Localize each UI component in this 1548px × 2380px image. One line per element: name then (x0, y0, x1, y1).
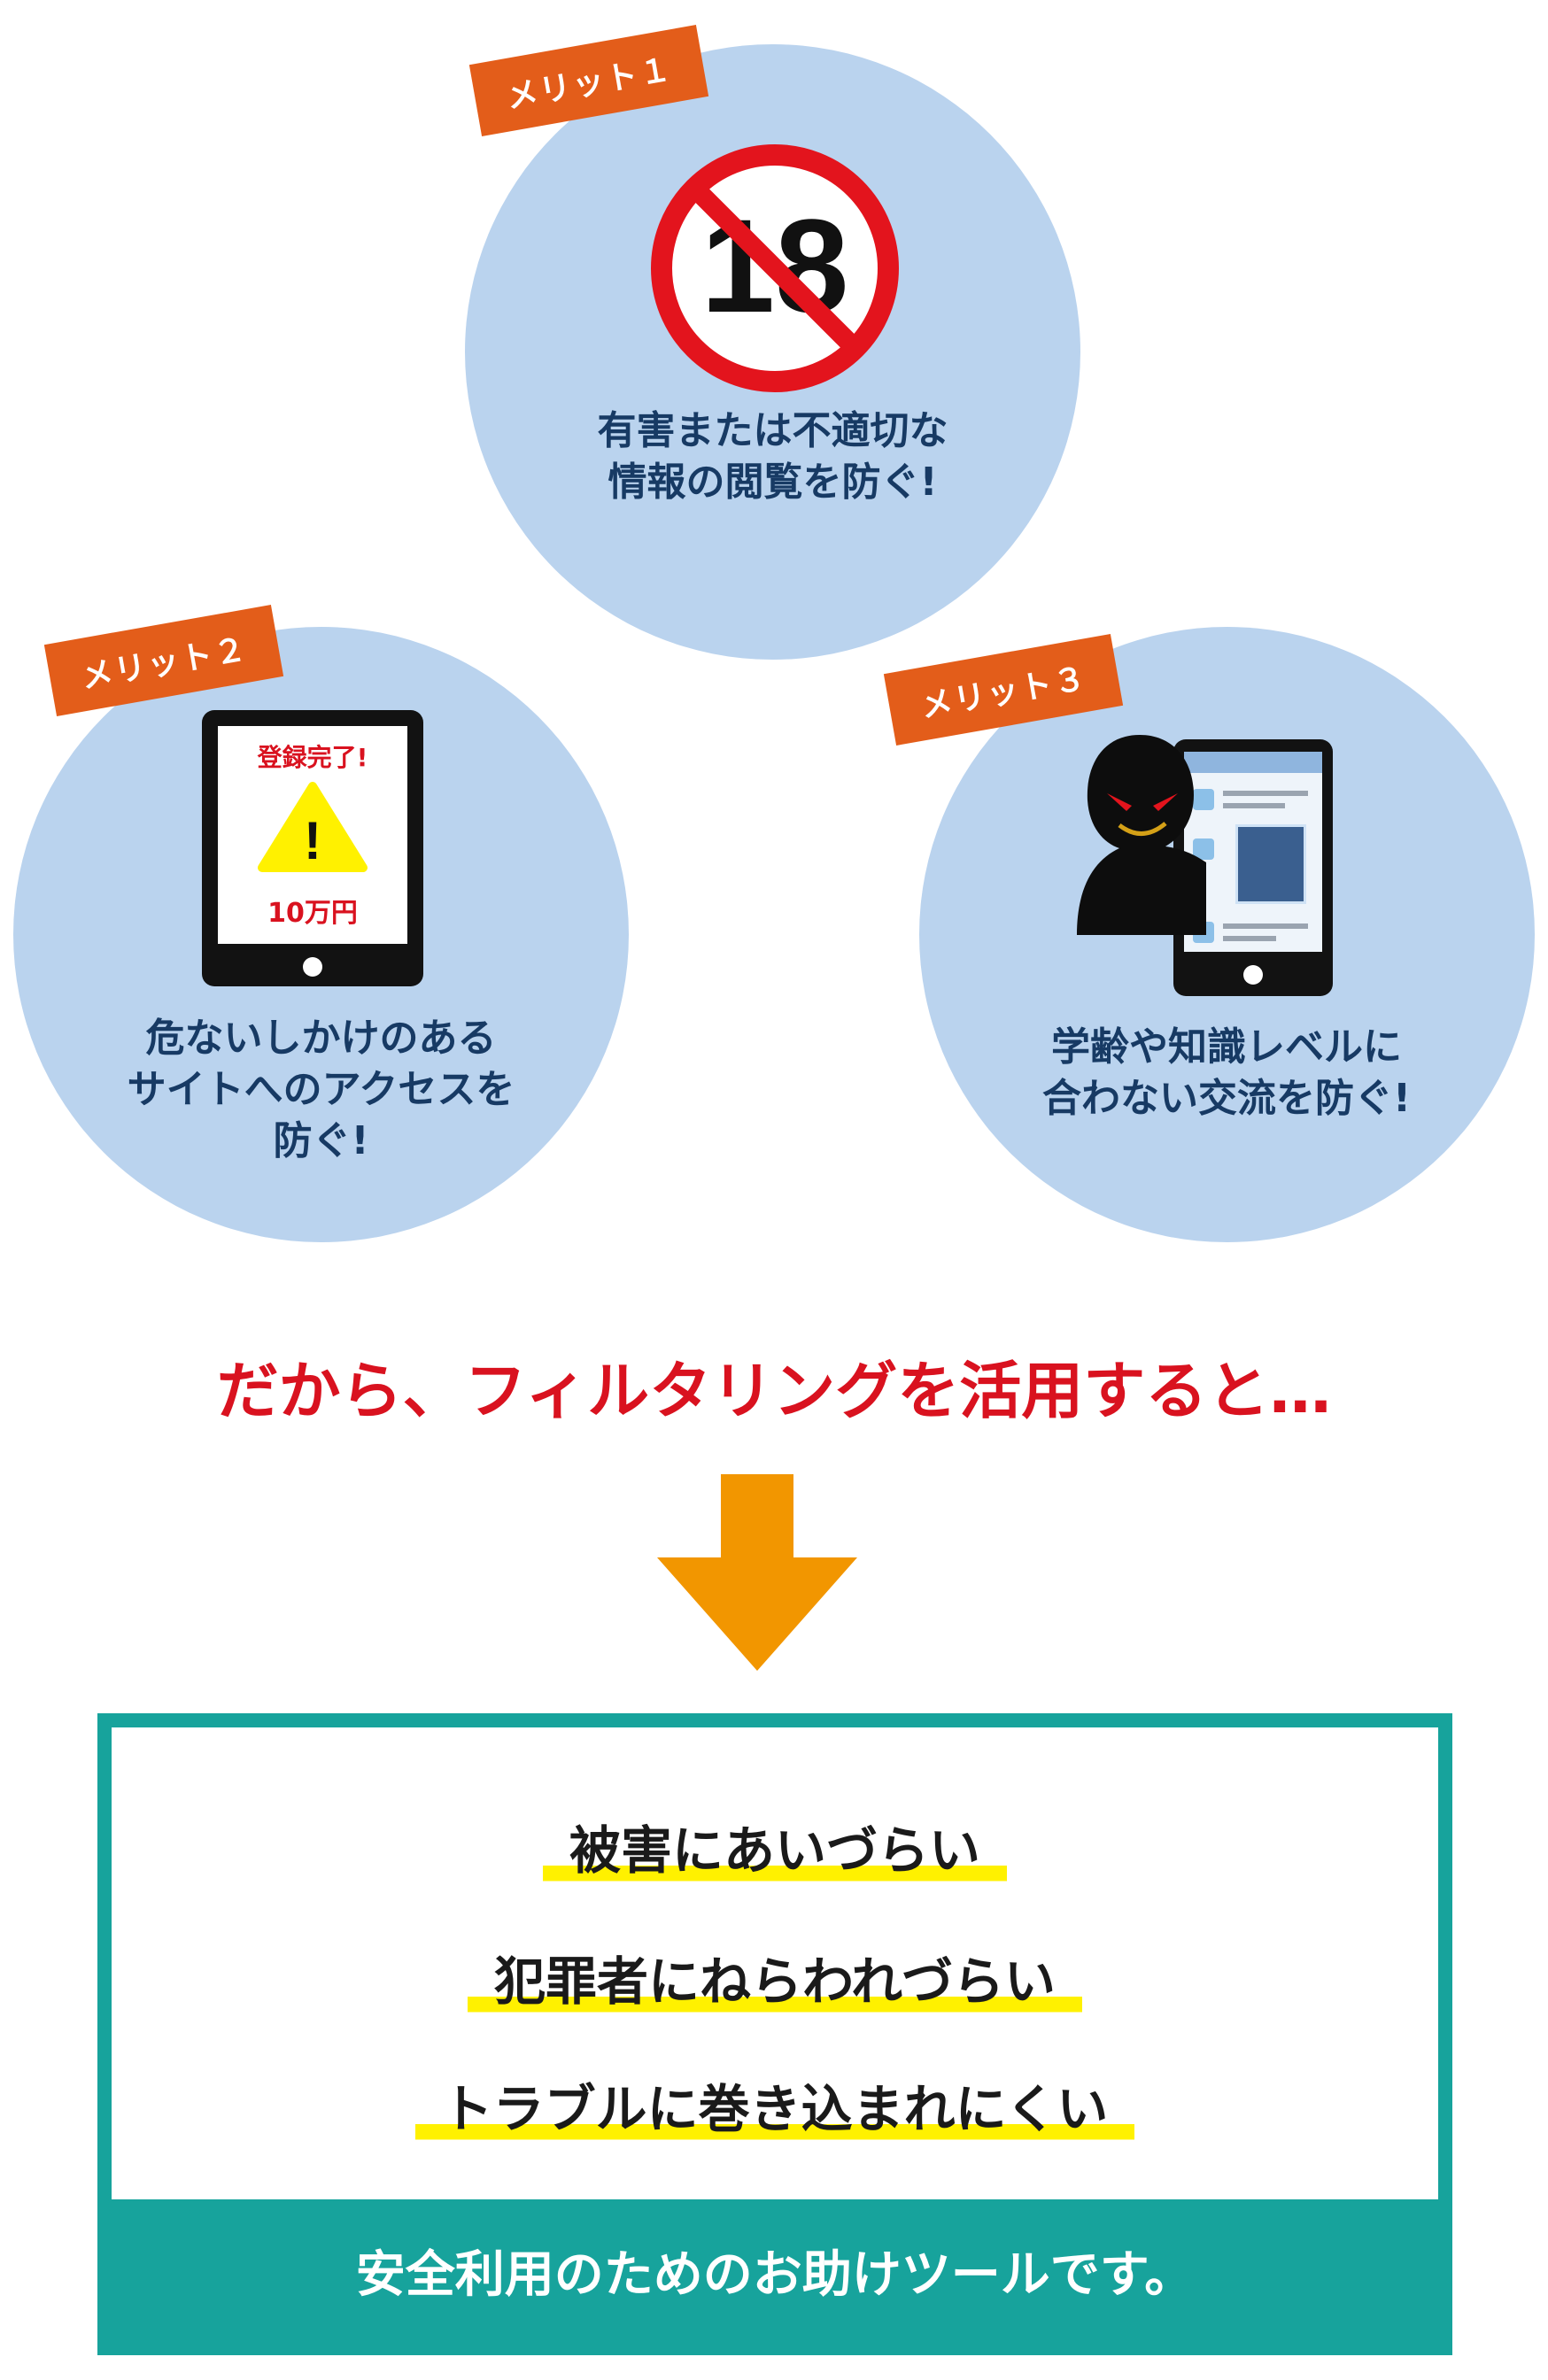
benefit-1-text: 被害にあいづらい (542, 1816, 1007, 1885)
svg-text:!: ! (304, 811, 321, 870)
merit-2-caption: 危ないしかけのある サイトへのアクセスを 防ぐ! (127, 1016, 515, 1163)
scam-screen-amount: 10万円 (267, 898, 358, 929)
benefit-3-text: トラブルに巻き込まれにくい (414, 2075, 1135, 2144)
result-box: 被害にあいづらい 犯罪者にねらわれづらい トラブルに巻き込まれにくい 安全利用の… (97, 1713, 1452, 2355)
benefit-3: トラブルに巻き込まれにくい (112, 2075, 1438, 2144)
chat-avatar-icon (1193, 789, 1214, 810)
chat-avatar-icon (1193, 838, 1214, 860)
tablet-scam-icon: 登録完了! ! 10万円 (202, 710, 423, 986)
warning-icon: ! (258, 782, 368, 872)
benefit-2-text: 犯罪者にねらわれづらい (468, 1947, 1082, 2016)
down-arrow-icon (657, 1474, 857, 1671)
benefit-2: 犯罪者にねらわれづらい (112, 1947, 1438, 2016)
footer-band: 安全利用のためのお助けツールです。 (112, 2199, 1438, 2341)
no-under-18-icon: 18 (651, 144, 899, 392)
headline: だから、フィルタリングを活用すると… (216, 1355, 1332, 1427)
scam-screen-title: 登録完了! (257, 743, 368, 772)
merit-1-caption: 有害または不適切な 情報の閲覧を防ぐ! (597, 408, 948, 505)
stranger-silhouette-icon (1077, 735, 1206, 935)
merit-3-caption: 学齢や知識レベルに 合わない交流を防ぐ! (1041, 1024, 1412, 1121)
chat-photo-icon (1235, 824, 1306, 904)
benefit-1: 被害にあいづらい (112, 1816, 1438, 1885)
